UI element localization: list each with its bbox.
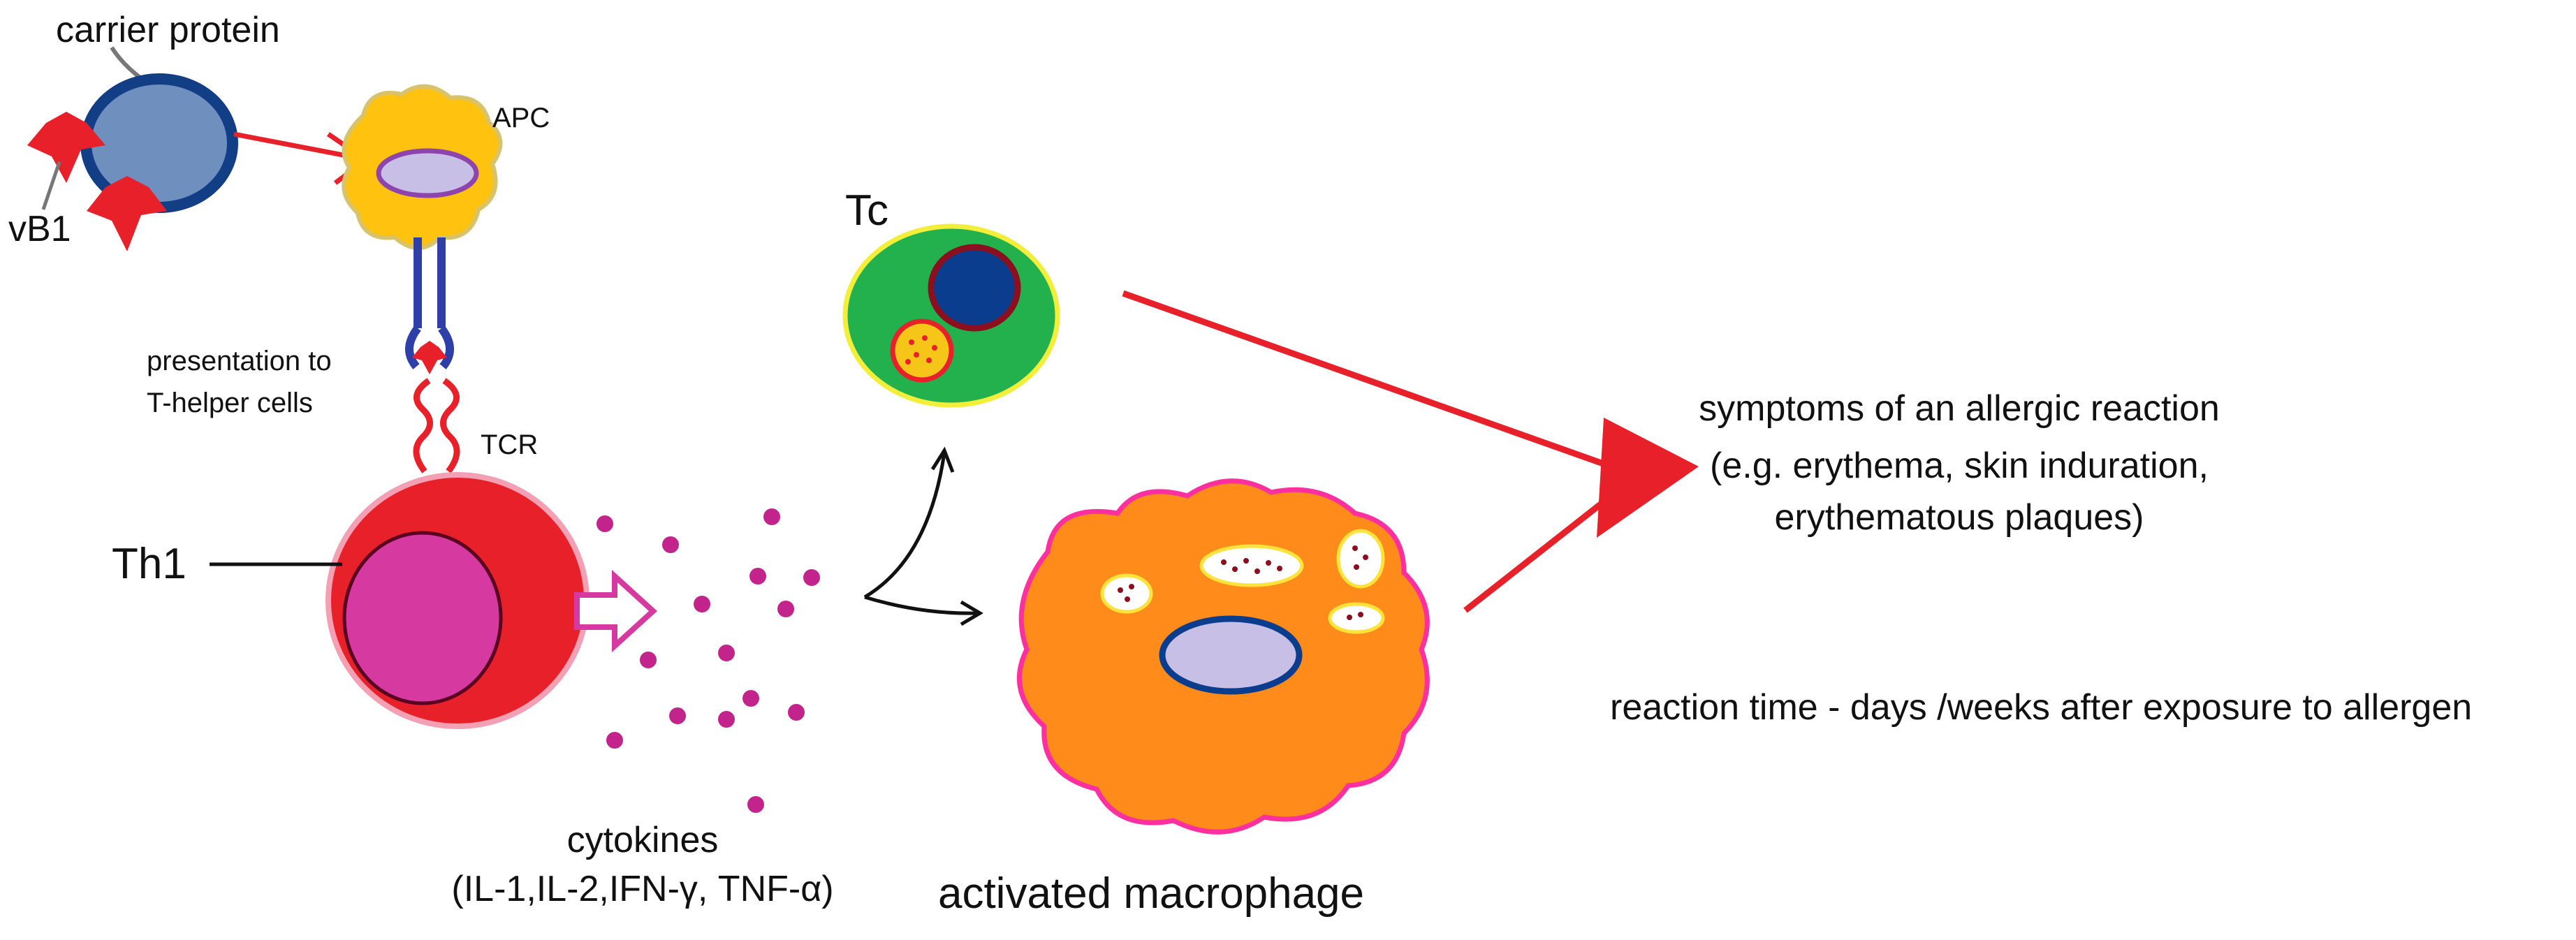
activated-macrophage-label: activated macrophage — [938, 869, 1364, 918]
outcome-text: symptoms of an allergic reaction (e.g. e… — [1610, 388, 2472, 728]
cytokine-dot — [749, 568, 766, 585]
cytokine-dot — [803, 569, 820, 586]
cytokine-dot — [597, 515, 613, 532]
reaction-time-label: reaction time - days /weeks after exposu… — [1610, 687, 2472, 728]
cytokine-dot — [742, 690, 759, 707]
effect-arrowhead — [1597, 418, 1699, 538]
carrier-protein-label: carrier protein — [56, 10, 280, 50]
macrophage-vesicle — [1100, 573, 1153, 614]
th1-label: Th1 — [112, 540, 186, 588]
tc-label: Tc — [845, 186, 888, 235]
symptoms-line-2: (e.g. erythema, skin induration, — [1710, 446, 2209, 486]
carrier-protein-group: carrier protein vB1 — [8, 10, 280, 251]
secretion-arrow — [574, 569, 657, 653]
apc-label: APC — [492, 103, 550, 133]
tc-nucleus — [928, 244, 1021, 332]
vb1-pointer — [41, 161, 61, 210]
cytokine-dot — [788, 704, 805, 721]
cytokine-dot — [606, 732, 623, 749]
antigen-star — [412, 341, 447, 374]
cytokine-dot — [669, 707, 686, 724]
apc-cell: APC — [342, 84, 550, 250]
branch-arrows — [863, 446, 983, 626]
vb1-star — [27, 112, 105, 183]
vb1-star — [87, 176, 167, 251]
cytokine-dot — [763, 508, 780, 525]
tc-cell: Tc — [842, 186, 1060, 408]
cytokine-dot — [718, 711, 735, 728]
apc-nucleus — [376, 148, 479, 198]
cytokine-dot — [718, 645, 735, 661]
tc-granule — [890, 318, 954, 383]
branch-arrow-to-macrophage — [864, 595, 979, 615]
tcr-receptor: TCR — [413, 378, 538, 473]
branch-arrow-to-tc — [863, 452, 946, 599]
mhc-receptor — [405, 237, 454, 374]
th1-nucleus — [342, 531, 503, 705]
cytokines-list-label: (IL-1,IL-2,IFN-γ, TNF-α) — [451, 869, 833, 909]
cytokine-dots — [597, 508, 820, 813]
macrophage-cell: activated macrophage — [938, 478, 1430, 918]
cytokine-dot — [777, 601, 794, 617]
cytokines-label: cytokines — [567, 820, 719, 860]
tcr-label: TCR — [481, 429, 538, 460]
cytokine-dot — [640, 652, 657, 668]
vb1-label: vB1 — [8, 209, 71, 249]
macrophage-nucleus — [1159, 615, 1303, 695]
cytokine-dot — [694, 596, 710, 612]
cytokine-dot — [662, 536, 679, 553]
presentation-label-line2: T-helper cells — [147, 388, 313, 418]
macrophage-vesicle — [1336, 529, 1385, 589]
effect-arrows — [1122, 290, 1699, 613]
macrophage-vesicle — [1328, 602, 1385, 634]
macrophage-vesicle — [1199, 544, 1304, 587]
symptoms-line-3: erythematous plaques) — [1775, 497, 2144, 538]
presentation-label-line1: presentation to — [147, 346, 332, 376]
cytokine-dot — [747, 796, 764, 813]
th1-cell: Th1 — [112, 472, 590, 729]
symptoms-line-1: symptoms of an allergic reaction — [1699, 388, 2220, 429]
tc-effect-arrow — [1122, 290, 1632, 477]
macrophage-effect-arrow — [1463, 485, 1624, 613]
